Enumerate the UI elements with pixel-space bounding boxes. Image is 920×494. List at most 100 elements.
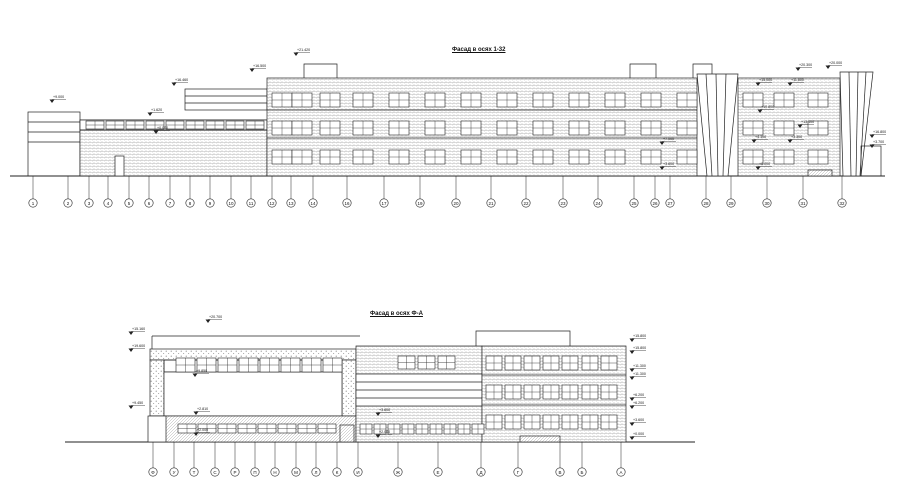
axis-marker-label: 21: [488, 201, 494, 206]
level-mark-label: +15.000: [759, 78, 772, 82]
axis-marker: [165, 198, 175, 208]
axis-marker: [332, 467, 342, 477]
level-mark-label: +15.800: [633, 346, 646, 350]
level-marker-icon: [659, 141, 665, 145]
axis-marker: [230, 467, 240, 477]
axis-marker-label: 2: [67, 201, 70, 206]
axis-marker: [593, 198, 603, 208]
level-mark-label: +9.850: [196, 369, 207, 373]
axis-marker-label: Е: [436, 470, 439, 475]
axis-marker-label: К: [336, 470, 339, 475]
axis-marker: [513, 467, 523, 477]
axis-marker-label: Г: [517, 470, 520, 475]
level-mark-label: +1.620: [151, 108, 162, 112]
level-mark-label: +4.100: [755, 135, 766, 139]
axis-marker: [555, 467, 565, 477]
facade-bottom-level-marks: +20.700+15.160+19.600+9.850+9.450+2.810+…: [128, 315, 646, 440]
axis-marker-label: 22: [523, 201, 529, 206]
facade-top-level-marks: +9.000+1.620+0.000+21.420+16.500+16.460+…: [49, 48, 886, 170]
axis-marker-label: Т: [193, 470, 196, 475]
axis-marker: [270, 467, 280, 477]
level-mark-label: +7.000: [663, 137, 674, 141]
level-mark-label: +6.200: [633, 401, 644, 405]
axis-marker-label: 11: [249, 201, 254, 206]
level-mark-label: +0.000: [633, 432, 644, 436]
level-mark-label: +3.600: [379, 408, 390, 412]
facade-bottom-title: Фасад в осях Ф-А: [370, 311, 423, 317]
level-marker-icon: [128, 348, 134, 352]
level-marker-icon: [193, 432, 199, 436]
level-marker-icon: [629, 350, 635, 354]
axis-marker-label: 30: [764, 201, 770, 206]
axis-marker: [577, 467, 587, 477]
axis-marker-label: 5: [128, 201, 131, 206]
axis-marker: [353, 467, 363, 477]
axis-marker: [342, 198, 352, 208]
axis-marker-label: 3: [88, 201, 91, 206]
level-marker-icon: [755, 82, 761, 86]
level-marker-icon: [659, 166, 665, 170]
level-marker-icon: [797, 124, 803, 128]
axis-marker: [415, 198, 425, 208]
level-mark-label: +9.000: [53, 95, 64, 99]
level-mark-label: +3.600: [663, 162, 674, 166]
level-marker-icon: [293, 52, 299, 56]
axis-marker: [379, 198, 389, 208]
level-mark-label: +9.450: [132, 401, 143, 405]
axis-marker-label: Р: [233, 470, 236, 475]
level-marker-icon: [193, 411, 199, 415]
level-mark-label: +2.000: [197, 428, 208, 432]
axis-marker: [701, 198, 711, 208]
axis-marker: [433, 467, 443, 477]
axis-marker-label: 20: [453, 201, 459, 206]
level-marker-icon: [128, 331, 134, 335]
axis-marker-label: 23: [560, 201, 566, 206]
level-mark-label: +2.000: [379, 430, 390, 434]
axis-marker-label: 26: [652, 201, 658, 206]
axis-marker-label: 6: [148, 201, 151, 206]
axis-marker-label: 29: [728, 201, 734, 206]
axis-marker: [226, 198, 236, 208]
level-marker-icon: [869, 134, 875, 138]
axis-marker-label: 1: [32, 201, 35, 206]
level-mark-label: +11.300: [633, 364, 646, 368]
axis-marker-label: 8: [189, 201, 192, 206]
level-marker-icon: [205, 319, 211, 323]
axis-marker-label: С: [213, 470, 217, 475]
level-marker-icon: [147, 112, 153, 116]
axis-marker: [616, 467, 626, 477]
level-mark-label: +15.800: [633, 334, 646, 338]
axis-marker: [246, 198, 256, 208]
axis-marker: [185, 198, 195, 208]
axis-marker: [169, 467, 179, 477]
axis-marker-label: А: [619, 470, 622, 475]
level-marker-icon: [375, 434, 381, 438]
axis-marker: [762, 198, 772, 208]
level-mark-label: +19.600: [132, 344, 145, 348]
axis-marker: [124, 198, 134, 208]
level-marker-icon: [128, 405, 134, 409]
axis-marker: [798, 198, 808, 208]
axis-marker-label: 27: [667, 201, 673, 206]
level-mark-label: +3.300: [791, 135, 802, 139]
axis-marker-label: 13: [288, 201, 294, 206]
level-marker-icon: [153, 130, 159, 134]
axis-marker: [486, 198, 496, 208]
axis-marker: [189, 467, 199, 477]
axis-marker-label: 7: [169, 201, 172, 206]
axis-marker: [521, 198, 531, 208]
axis-marker-label: 14: [310, 201, 316, 206]
axis-marker-label: 16: [344, 201, 350, 206]
level-marker-icon: [192, 373, 198, 377]
axis-marker-label: Ф: [151, 470, 155, 475]
level-marker-icon: [787, 139, 793, 143]
axis-marker-label: 19: [417, 201, 423, 206]
axis-marker: [629, 198, 639, 208]
level-mark-label: +11.800: [791, 78, 804, 82]
axis-marker-label: 12: [269, 201, 275, 206]
axis-marker-label: Н: [273, 470, 276, 475]
level-marker-icon: [629, 436, 635, 440]
